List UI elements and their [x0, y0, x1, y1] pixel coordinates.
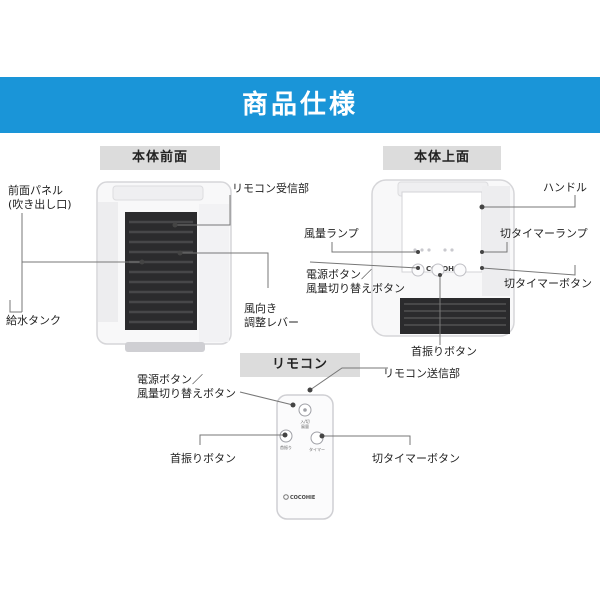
- remote-illustration: 入/切 風量 首振り タイマー COCOHIE: [276, 394, 334, 520]
- label-remote-transmitter: リモコン送信部: [383, 367, 460, 380]
- remote-timer-text: タイマー: [309, 446, 325, 452]
- label-remote-power-line2: 風量切り替えボタン: [137, 387, 236, 400]
- remote-swing-text: 首振り: [280, 444, 292, 450]
- label-remote-timer-button: 切タイマーボタン: [372, 452, 460, 465]
- label-water-tank: 給水タンク: [6, 314, 61, 327]
- front-device-illustration: [96, 181, 232, 352]
- label-remote-receiver: リモコン受信部: [232, 182, 309, 195]
- label-front-panel-line1: 前面パネル: [8, 184, 63, 197]
- section-label-front: 本体前面: [100, 146, 220, 170]
- section-label-remote: リモコン: [240, 353, 360, 377]
- label-top-swing-button: 首振りボタン: [411, 345, 477, 358]
- page-title: 商品仕様: [241, 90, 358, 120]
- remote-brand: COCOHIE: [290, 495, 316, 501]
- label-timer-lamp: 切タイマーランプ: [500, 227, 588, 240]
- remote-power-text-1: 入/切: [300, 418, 309, 424]
- top-device-illustration: COCOHIE: [371, 179, 515, 337]
- label-fan-lamp: 風量ランプ: [304, 227, 359, 240]
- label-top-timer-button: 切タイマーボタン: [504, 277, 592, 290]
- label-front-panel-line2: (吹き出し口): [8, 198, 72, 211]
- label-front-panel: 前面パネル (吹き出し口): [8, 184, 72, 212]
- label-remote-power-line1: 電源ボタン／: [137, 373, 203, 386]
- label-louver-line1: 風向き: [244, 302, 277, 315]
- section-label-top: 本体上面: [383, 146, 501, 170]
- label-remote-power-button: 電源ボタン／ 風量切り替えボタン: [137, 373, 236, 401]
- label-louver: 風向き 調整レバー: [244, 302, 299, 330]
- label-top-power-line2: 風量切り替えボタン: [306, 282, 405, 295]
- label-top-power-line1: 電源ボタン／: [306, 268, 372, 281]
- label-remote-swing-button: 首振りボタン: [170, 452, 236, 465]
- label-top-power-button: 電源ボタン／ 風量切り替えボタン: [306, 268, 405, 296]
- label-handle: ハンドル: [543, 181, 587, 194]
- remote-power-text-2: 風量: [301, 423, 309, 429]
- title-banner: 商品仕様: [0, 77, 600, 133]
- label-louver-line2: 調整レバー: [244, 316, 299, 329]
